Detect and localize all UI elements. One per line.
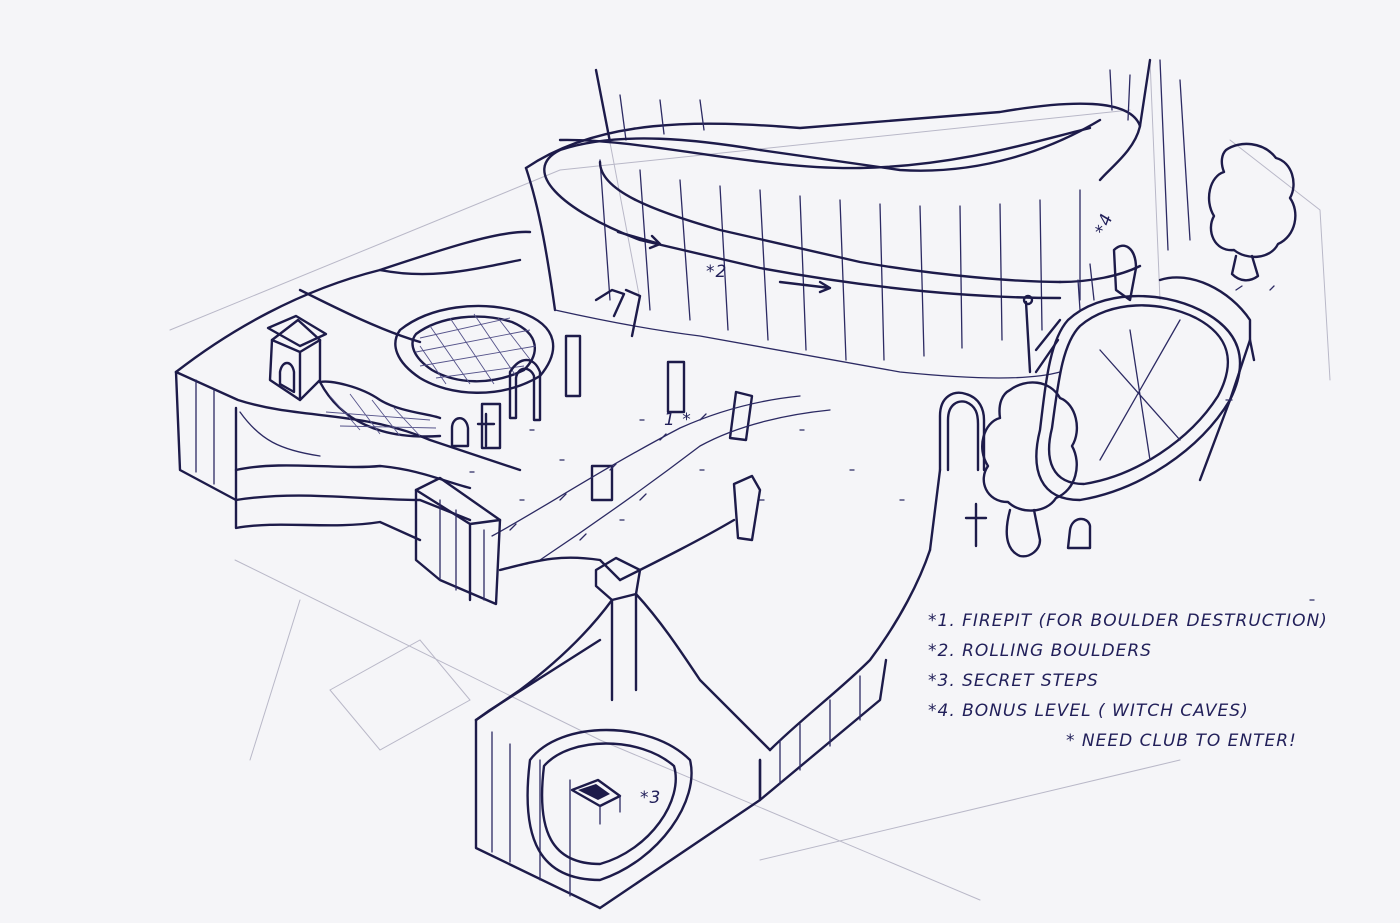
right-wall — [758, 468, 942, 802]
grass-path — [491, 395, 831, 561]
lower-passage — [474, 592, 772, 910]
stone-arch — [938, 391, 986, 472]
legend-note-club: * Need club to enter! — [1066, 731, 1297, 751]
plateau — [174, 230, 532, 522]
legend-item-rolling-boulders: *2. Rolling boulders — [928, 641, 1152, 661]
tree-middle — [981, 381, 1079, 558]
track-arrow-icon-2 — [778, 280, 832, 294]
pencil-construction-lines — [169, 59, 1331, 901]
legend-item-firepit: *1. Firepit (for boulder destruction) — [928, 611, 1328, 631]
lower-grid-pit — [318, 380, 442, 438]
tree-right — [1207, 142, 1297, 282]
fire-pit — [394, 304, 555, 394]
grave-cross-icon-2 — [964, 502, 988, 548]
ground-marks — [469, 285, 1315, 601]
front-wall — [234, 474, 762, 606]
marker-rolling-boulders: *2 — [706, 262, 728, 282]
back-cliff — [524, 58, 1191, 361]
bonus-oval-pit — [1035, 244, 1256, 502]
marker-firepit: 1 * — [664, 410, 692, 430]
track-arrow-icon — [616, 230, 662, 250]
legend-notes: *1. Firepit (for boulder destruction) *2… — [928, 606, 1328, 756]
boulder-track — [543, 118, 1142, 379]
legend-item-bonus-level: *4. Bonus level ( witch caves) — [928, 701, 1249, 721]
secret-steps-icon — [578, 784, 610, 800]
ramp-posts — [1022, 294, 1062, 374]
grave-near-tree — [964, 502, 1092, 550]
legend-item-secret-steps: *3. Secret steps — [928, 671, 1099, 691]
marker-secret-steps: *3 — [640, 788, 662, 808]
graves — [450, 288, 754, 502]
grave-cross-icon — [476, 412, 496, 448]
shrine — [266, 314, 328, 402]
